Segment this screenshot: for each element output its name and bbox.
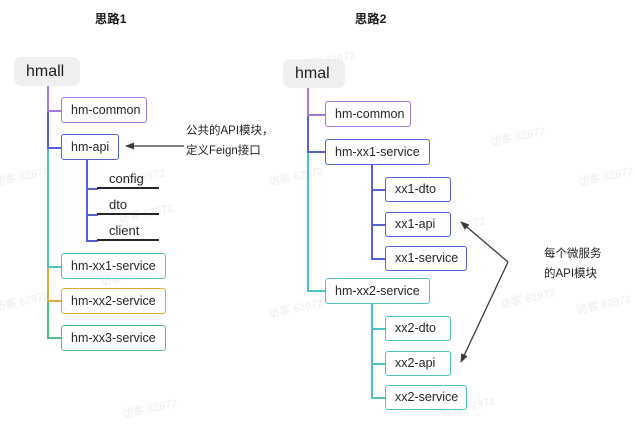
node-label: xx2-dto [395, 321, 436, 336]
node-label: dto [109, 197, 128, 212]
node-label: hm-common [335, 106, 405, 121]
elbow-hm-xx3-service [47, 337, 62, 339]
node-xx2-service[interactable]: xx2-service [385, 385, 467, 410]
node-xx2-api[interactable]: xx2-api [385, 351, 451, 376]
arrow-to-xx2-api [460, 261, 509, 363]
annotation-per-service-api-module: 每个微服务 的API模块 [544, 244, 602, 284]
node-label: xx2-service [395, 390, 459, 405]
elbow-xx2-service [371, 397, 386, 399]
elbow-hm-xx2-service [47, 300, 62, 302]
node-label: xx1-service [395, 251, 459, 266]
watermark: 访客 62972 [575, 293, 633, 317]
elbow2-hm-common [307, 114, 326, 116]
elbow2-hm-xx1-service [307, 151, 326, 153]
annotation-line-2: 定义Feign接口 [186, 145, 261, 158]
panel-title-2: 思路2 [355, 12, 387, 26]
elbow-dto [86, 214, 98, 216]
elbow-client [86, 240, 98, 242]
elbow-xx2-dto [371, 328, 386, 330]
node2-hm-xx2-service[interactable]: hm-xx2-service [325, 278, 430, 304]
node-label: xx2-api [395, 356, 436, 371]
arrow-to-xx1-api [460, 221, 509, 263]
annotation-line-1: 每个微服务 [544, 248, 602, 260]
elbow2-hm-xx2-service [307, 290, 326, 292]
node-root-hmal[interactable]: hmal [283, 59, 345, 88]
annotation-line-2: 的API模块 [544, 268, 598, 281]
trunk-segment-blue [47, 111, 49, 148]
panel-title-1: 思路1 [95, 12, 127, 26]
elbow-hm-api [47, 147, 62, 149]
node-label: hmal [295, 64, 330, 82]
node-config[interactable]: config [97, 170, 159, 189]
node-dto[interactable]: dto [97, 196, 159, 215]
trunk-xx2-children [371, 303, 373, 398]
node-hm-xx1-service[interactable]: hm-xx1-service [61, 253, 166, 279]
node-label: hmall [26, 62, 65, 80]
trunk2-segment-blue [307, 114, 309, 151]
node-label: xx1-dto [395, 182, 436, 197]
node-label: hm-xx1-service [335, 144, 420, 159]
node-xx2-dto[interactable]: xx2-dto [385, 316, 451, 341]
trunk-segment-gold [47, 267, 49, 301]
watermark: 访客 62972 [0, 165, 51, 189]
trunk-segment-green [47, 301, 49, 338]
trunk-segment-teal [47, 148, 49, 267]
node-label: hm-xx2-service [335, 283, 420, 298]
trunk-xx1-children [371, 164, 373, 259]
node-label: hm-xx2-service [71, 293, 156, 308]
node-label: hm-xx1-service [71, 258, 156, 273]
watermark: 访客 62972 [489, 125, 547, 149]
node2-hm-xx1-service[interactable]: hm-xx1-service [325, 139, 430, 165]
node-xx1-api[interactable]: xx1-api [385, 212, 451, 237]
trunk2-segment-teal [307, 151, 309, 291]
node-label: client [109, 223, 140, 238]
elbow-xx2-api [371, 363, 386, 365]
node-label: xx1-api [395, 217, 436, 232]
watermark: 访客 62972 [267, 165, 325, 189]
trunk-segment-purple [47, 86, 49, 111]
node-label: hm-common [71, 102, 141, 117]
node2-hm-common[interactable]: hm-common [325, 101, 411, 127]
node-client[interactable]: client [97, 222, 159, 241]
watermark: 访客 62972 [267, 297, 325, 321]
annotation-public-api-module: 公共的API模块， 定义Feign接口 [186, 121, 274, 161]
elbow-hm-common [47, 110, 62, 112]
watermark: 访客 62972 [499, 287, 557, 311]
trunk-hm-api-children [86, 158, 88, 241]
node-hm-api[interactable]: hm-api [61, 134, 119, 160]
node-hm-xx2-service[interactable]: hm-xx2-service [61, 288, 166, 314]
node-hm-xx3-service[interactable]: hm-xx3-service [61, 325, 166, 351]
node-label: hm-api [71, 139, 110, 154]
node-hm-common[interactable]: hm-common [61, 97, 147, 123]
elbow-xx1-dto [371, 189, 386, 191]
node-xx1-dto[interactable]: xx1-dto [385, 177, 451, 202]
node-label: hm-xx3-service [71, 330, 156, 345]
elbow-xx1-service [371, 258, 386, 260]
elbow-config [86, 188, 98, 190]
watermark: 访客 62972 [577, 165, 635, 189]
watermark: 访客 62972 [121, 397, 179, 421]
node-root-hmall[interactable]: hmall [14, 57, 80, 86]
node-label: config [109, 171, 144, 186]
trunk2-segment-purple [307, 88, 309, 114]
node-xx1-service[interactable]: xx1-service [385, 246, 467, 271]
annotation-line-1: 公共的API模块， [186, 125, 274, 137]
elbow-hm-xx1-service [47, 266, 62, 268]
watermark: 访客 62972 [0, 290, 51, 314]
elbow-xx1-api [371, 224, 386, 226]
